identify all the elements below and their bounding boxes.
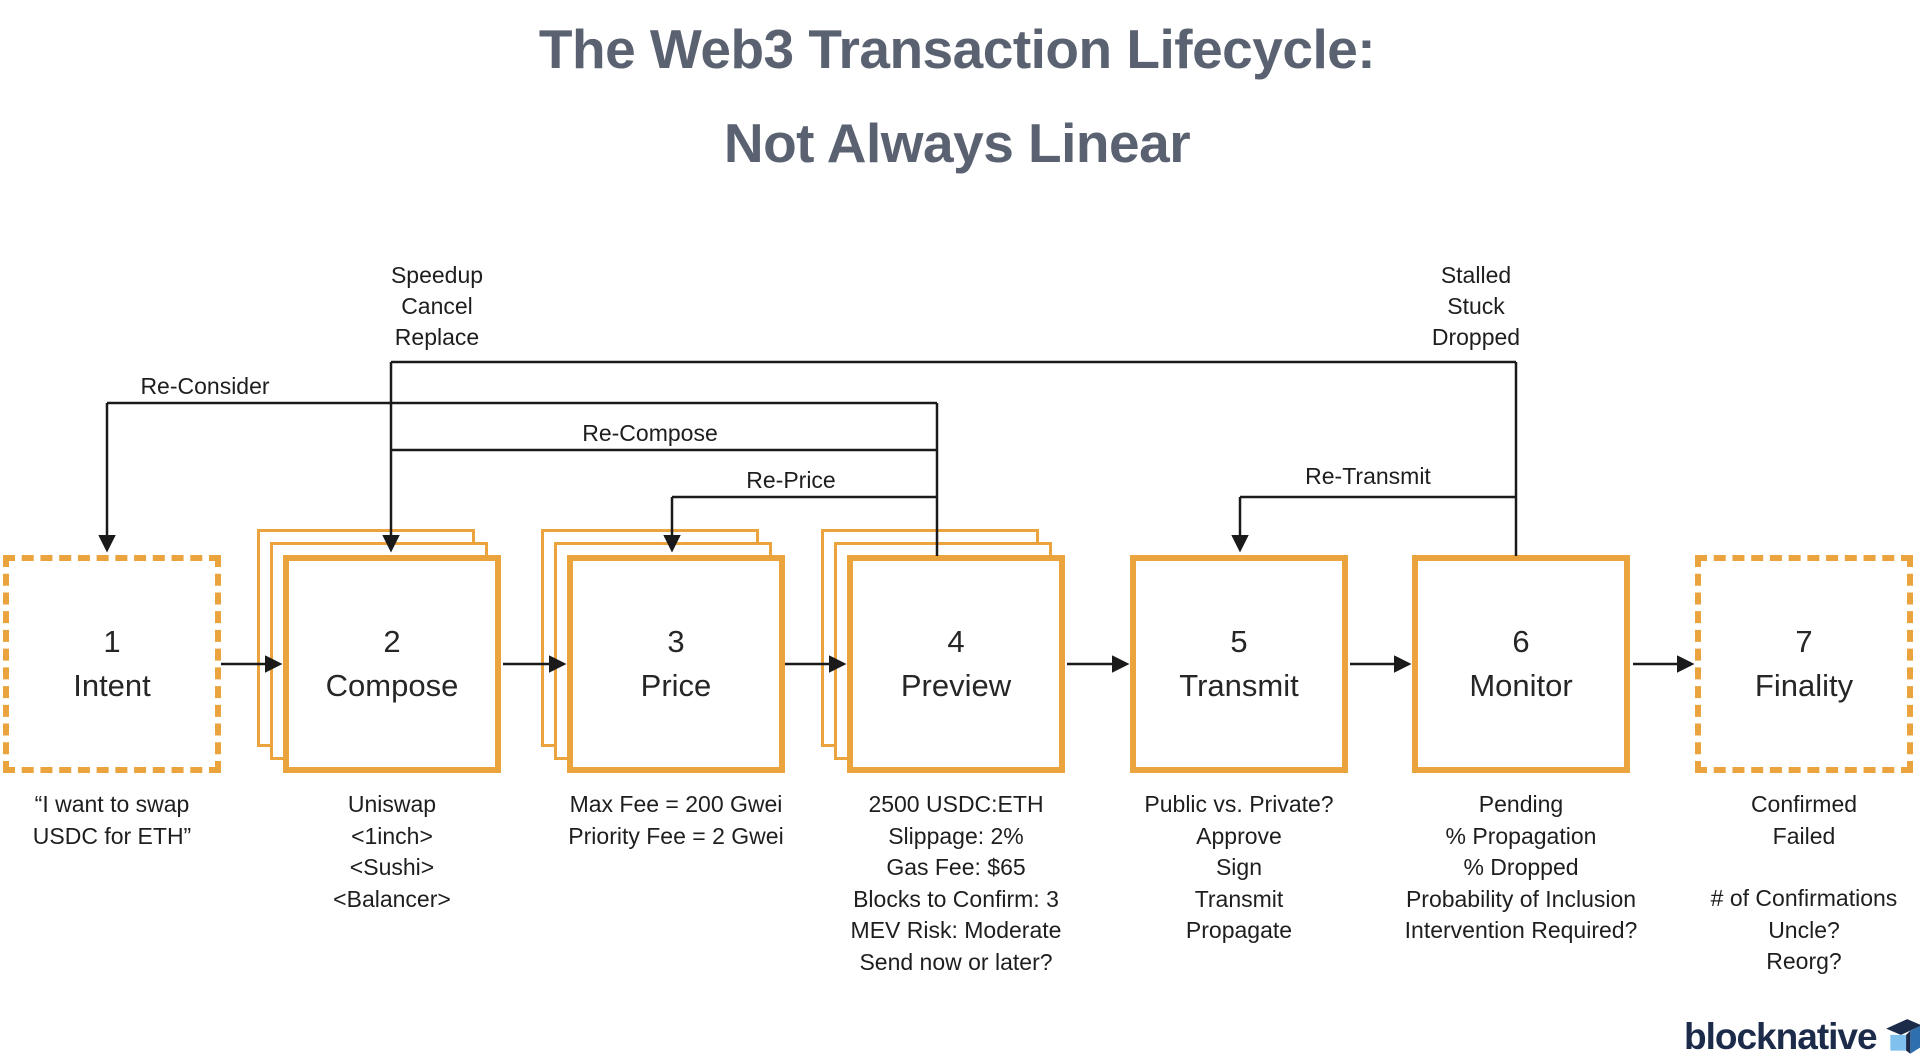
detail-line: <1inch> [351,822,433,849]
detail-gap [1644,852,1920,883]
label-speedup-cancel-replace: Speedup Cancel Replace [357,260,517,353]
label-re-compose: Re-Compose [582,420,718,446]
stage-number: 2 [383,624,401,659]
label-replace: Replace [394,324,480,350]
detail-line: Intervention Required? [1404,917,1638,943]
stage-box-monitor: 6 Monitor [1412,555,1630,773]
stage-name: Compose [325,668,459,703]
stage-name: Monitor [1469,668,1573,703]
label-stuck: Stuck [1447,293,1505,319]
stage-details-intent: “I want to swap USDC for ETH” [0,789,272,852]
stage-name: Intent [73,668,151,703]
detail-line: Propagate [1185,917,1293,943]
label-stalled: Stalled [1440,262,1512,288]
stage-details-monitor: Pending % Propagation % Dropped Probabil… [1361,789,1681,947]
stage-number: 5 [1230,624,1248,659]
detail-line: Uncle? [1768,916,1840,943]
detail-line: % Dropped [1463,854,1579,880]
stage-details-compose: Uniswap <1inch> <Sushi> <Balancer> [232,789,552,915]
stage-number: 4 [947,624,965,659]
detail-line: Gas Fee: $65 [886,854,1026,880]
stage-number: 6 [1512,624,1530,659]
detail-line: % Propagation [1445,822,1597,849]
detail-line: MEV Risk: Moderate [850,917,1062,943]
label-cancel: Cancel [401,293,473,319]
blocknative-logo: blocknative [1684,1016,1920,1058]
blocknative-wordmark: blocknative [1684,1016,1878,1057]
label-re-price: Re-Price [746,467,836,493]
label-re-transmit: Re-Transmit [1305,463,1431,489]
detail-line: Confirmed [1750,791,1858,817]
detail-line: “I want to swap [34,791,190,817]
detail-line: Pending [1478,791,1564,817]
stage-number: 3 [667,624,685,659]
detail-line: 2500 USDC:ETH [868,791,1044,817]
detail-line: Sign [1215,854,1263,880]
feedback-lines [98,360,1518,556]
stage-name: Price [640,668,712,703]
page-title-line2: Not Always Linear [723,112,1191,174]
page-title-line1: The Web3 Transaction Lifecycle: [538,18,1376,80]
page-title: The Web3 Transaction Lifecycle: Not Alwa… [0,2,1914,190]
stage-box-finality: 7 Finality [1695,555,1913,773]
label-re-consider: Re-Consider [140,373,270,399]
stage-details-price: Max Fee = 200 Gwei Priority Fee = 2 Gwei [516,789,836,852]
detail-line: Failed [1772,822,1836,849]
detail-line: <Balancer> [333,885,451,912]
stage-box-compose: 2 Compose [283,555,501,773]
detail-line: # of Confirmations [1710,885,1898,911]
label-stalled-stuck-dropped: Stalled Stuck Dropped [1396,260,1556,353]
stage-box-intent: 1 Intent [3,555,221,773]
detail-line: Uniswap [347,791,437,817]
stage-name: Transmit [1179,668,1299,703]
stage-details-transmit: Public vs. Private? Approve Sign Transmi… [1079,789,1399,947]
stage-box-price: 3 Price [567,555,785,773]
detail-line: Max Fee = 200 Gwei [569,791,783,817]
stage-details-preview: 2500 USDC:ETH Slippage: 2% Gas Fee: $65 … [796,789,1116,978]
detail-line: Transmit [1194,885,1284,912]
blocknative-logo-icon [1885,1019,1920,1054]
detail-line: Slippage: 2% [888,822,1024,849]
stage-name: Preview [900,668,1012,703]
detail-line: Priority Fee = 2 Gwei [568,822,784,849]
stage-number: 1 [103,624,121,659]
stage-name: Finality [1754,668,1854,703]
detail-line: Blocks to Confirm: 3 [853,885,1059,912]
detail-line: Approve [1196,822,1282,849]
detail-line: <Sushi> [349,854,435,880]
detail-line: Probability of Inclusion [1405,885,1637,912]
detail-line: Reorg? [1766,948,1842,974]
detail-line: Public vs. Private? [1144,791,1334,817]
detail-line: Send now or later? [859,948,1053,975]
stage-details-finality: Confirmed Failed # of Confirmations Uncl… [1644,789,1920,978]
stage-number: 7 [1795,624,1813,659]
stage-box-preview: 4 Preview [847,555,1065,773]
stage-box-transmit: 5 Transmit [1130,555,1348,773]
label-speedup: Speedup [390,262,484,288]
label-dropped: Dropped [1431,324,1521,350]
detail-line: USDC for ETH” [32,822,192,849]
